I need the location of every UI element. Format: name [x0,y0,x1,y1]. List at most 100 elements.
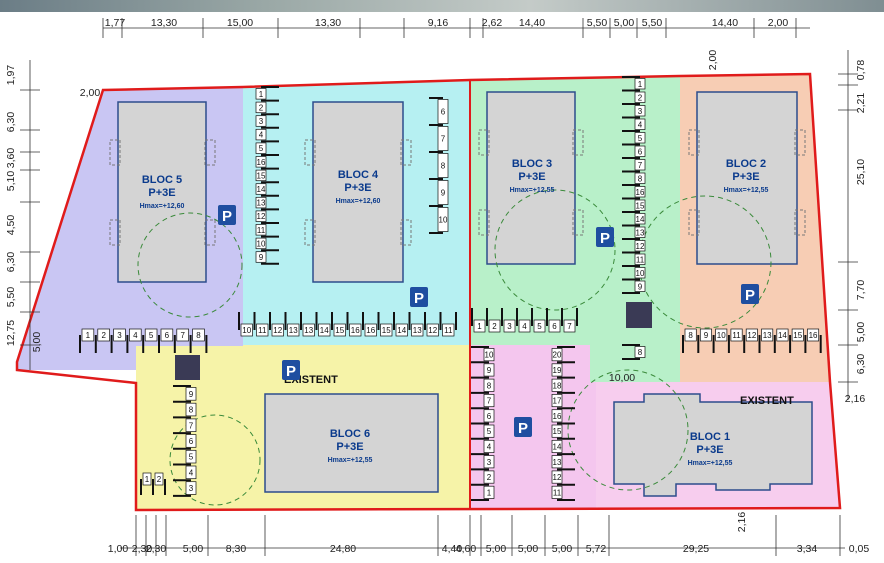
stall-number: 1 [487,488,492,497]
stall-box [255,224,267,236]
stall-box [634,213,646,225]
aerial-photo-band [0,0,884,12]
parking-sign-central: P [514,417,532,437]
label-bloc1: BLOC 1 P+3E Hmax=+12,55 [688,431,733,467]
stall-number: 1 [259,90,264,99]
stall-number: 18 [553,381,562,390]
bloc5-hmax: Hmax=+12,60 [140,203,185,210]
bloc5-floors: P+3E [148,187,175,199]
label-bloc6: BLOC 6 P+3E Hmax=+12,55 [328,428,373,464]
dimension-label: 5,00 [855,322,867,343]
stall-box [287,323,300,337]
stall-box [551,363,563,377]
dimension-label: 13,30 [315,17,341,29]
stall-number: 9 [704,331,709,340]
stall-number: 2 [101,331,106,340]
stall-box [349,323,362,337]
stall-number: 14 [397,326,406,335]
stall-number: 15 [335,326,344,335]
stall-box [113,328,126,342]
bloc3-hmax: Hmax=+12,55 [510,187,555,194]
stall-number: 13 [763,331,772,340]
stall-number: 5 [189,453,194,462]
dimension-label: 2,30 [146,543,167,555]
stall-box [81,328,95,342]
stall-number: 15 [553,427,562,436]
stall-number: 8 [638,348,643,357]
stall-box [634,145,646,157]
dimension-label: 1,00 [108,543,129,555]
stall-box [192,328,205,342]
stall-number: 6 [487,412,492,421]
stall-box [364,323,377,337]
stall-number: 11 [257,226,266,235]
stall-number: 4 [487,442,492,451]
stall-box [437,126,449,151]
stall-number: 13 [636,228,645,237]
dimension-label: 5,72 [586,543,607,555]
dimension-label: 10,00 [609,372,635,384]
turning-radius-bloc5 [137,212,243,318]
bloc4-floors: P+3E [344,182,371,194]
dimension-label: 25,10 [855,159,867,185]
stall-number: 13 [553,458,562,467]
stall-number: 16 [257,158,266,167]
dimension-label: 5,00 [31,332,43,353]
stall-number: 10 [242,326,251,335]
stall-number: 1 [145,475,150,484]
stall-box [142,472,152,486]
stall-number: 2 [638,93,643,102]
stall-box [533,319,546,333]
stall-box [483,394,495,408]
utility-box-right [626,302,652,328]
svg-text:P: P [222,208,232,225]
stall-box [333,323,346,337]
dimension-label: 6,30 [5,252,17,273]
dimension-label: 5,00 [183,543,204,555]
dimension-label: 14,40 [712,17,738,29]
dimension-label: 3,60 [5,148,17,169]
stall-box [318,323,331,337]
stall-number: 6 [441,108,446,117]
stall-number: 3 [487,458,492,467]
bloc3-name: BLOC 3 [512,158,552,170]
dimension-label: 1,97 [5,65,17,86]
stall-box [411,323,424,337]
stall-number: 10 [439,216,448,225]
stall-box [380,323,393,337]
stall-number: 10 [485,351,494,360]
site-boundary [15,72,842,512]
bloc2-name: BLOC 2 [726,158,766,170]
stall-number: 7 [567,322,572,331]
stall-number: 4 [259,131,264,140]
stall-box [426,323,439,337]
bloc2-floors: P+3E [732,171,759,183]
bloc3-floors: P+3E [518,171,545,183]
bloc6-name: BLOC 6 [330,428,370,440]
dimension-label: 5,00 [486,543,507,555]
svg-text:P: P [518,420,528,437]
stall-box [551,485,563,499]
dimension-label: 2,00 [707,50,719,71]
stall-number: 4 [638,120,643,129]
stall-box [255,156,267,168]
bloc4-name: BLOC 4 [338,169,379,181]
stall-number: 5 [259,144,264,153]
stall-box [634,105,646,117]
stall-number: 10 [257,239,266,248]
stall-box [185,402,197,417]
parking-sign-bloc5: P [218,205,236,225]
building-bloc1 [613,393,813,497]
stall-box [185,465,197,480]
stall-box [518,319,531,333]
stall-box [144,328,158,342]
stall-number: 9 [189,390,194,399]
stall-box [255,169,267,182]
stall-box [551,439,563,453]
stall-box [634,91,646,103]
stall-number: 14 [778,331,787,340]
dimension-label: 2,30 [132,543,153,555]
stall-number: 12 [257,212,266,221]
stall-box [240,323,253,337]
